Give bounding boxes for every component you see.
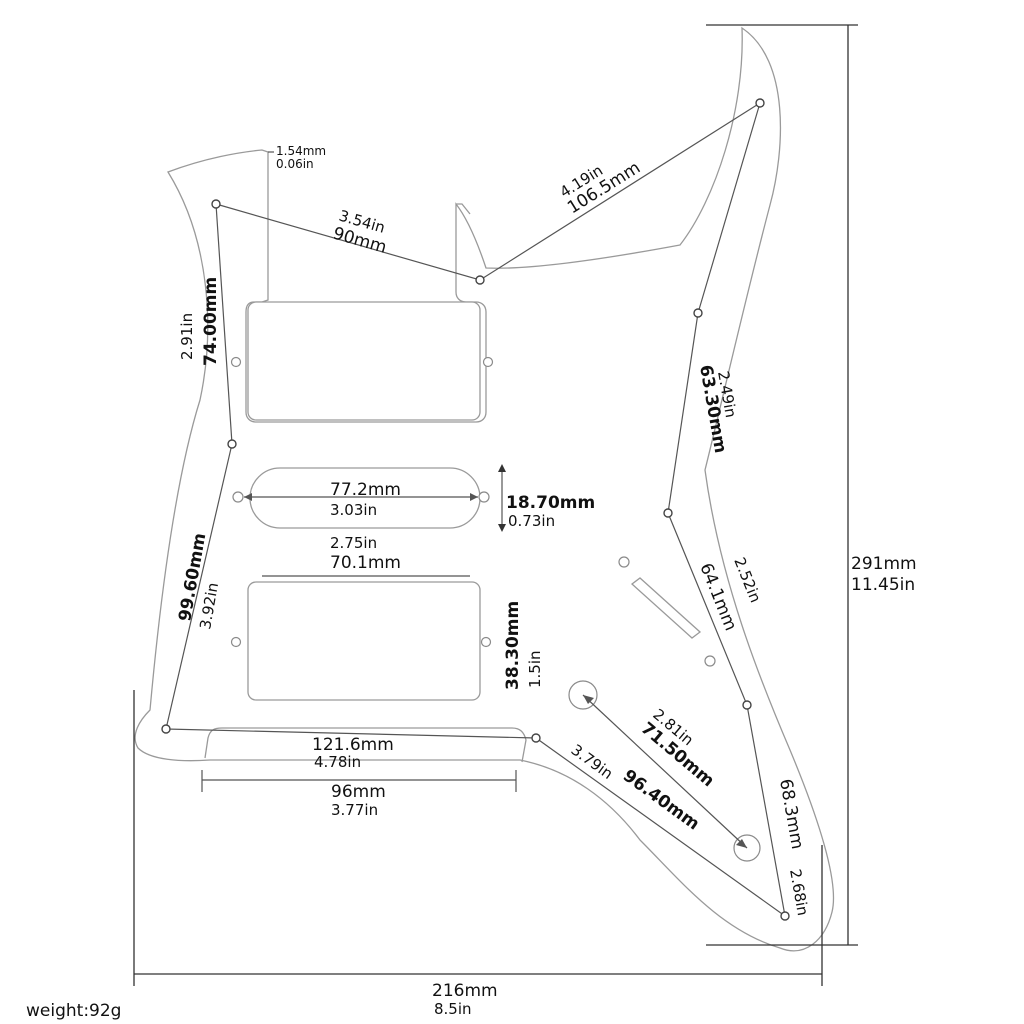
right-edge-dimension (667, 102, 786, 917)
knob-arrow-head (583, 695, 594, 704)
pickguard-outline (134, 26, 835, 952)
thickness-in-label: 0.06in (276, 157, 314, 171)
mount-hole (232, 491, 244, 503)
humbucker-height-mm-label: 38.30mm (503, 601, 523, 690)
left-edge-dimension (165, 203, 233, 730)
thickness-mm-label: 1.54mm (276, 144, 326, 158)
arrow-head (244, 493, 252, 501)
single-height-in-label: 0.73in (508, 512, 555, 530)
arrow-head (470, 493, 478, 501)
top-dimension (215, 102, 761, 281)
right-mid-in-label: 2.52in (730, 555, 764, 605)
bridge-cutout (204, 727, 527, 763)
screw-hole (475, 275, 485, 285)
mount-hole (230, 636, 242, 648)
mount-hole (482, 356, 494, 368)
bridge-in-label: 3.77in (331, 801, 378, 819)
mount-hole (480, 636, 492, 648)
bottom-mm-label: 121.6mm (312, 735, 394, 755)
overall-width-mm-label: 216mm (432, 981, 498, 1001)
screw-hole (531, 733, 541, 743)
screw-hole (227, 439, 237, 449)
screw-hole (211, 199, 221, 209)
overall-width-in-label: 8.5in (434, 1000, 472, 1018)
neck-humbucker-opening (247, 301, 481, 421)
bridge-humbucker-opening (247, 581, 481, 701)
arrow-head (498, 464, 506, 472)
screw-hole (663, 508, 673, 518)
single-height-mm-label: 18.70mm (506, 493, 595, 513)
weight-label: weight:92g (26, 1001, 121, 1021)
right-lower-mm-label: 68.3mm (775, 777, 807, 850)
bottom-diag-in-label: 3.79in (568, 741, 617, 783)
humbucker-in-label: 2.75in (330, 534, 377, 552)
mount-hole (230, 356, 242, 368)
screw-hole (755, 98, 765, 108)
screw-holes (161, 98, 790, 921)
left-upper-mm-label: 74.00mm (201, 277, 221, 366)
mount-hole (478, 491, 490, 503)
top-notch (456, 203, 471, 215)
switch-slot (630, 577, 702, 639)
knob-dimension (582, 694, 748, 849)
bridge-mm-label: 96mm (331, 782, 386, 802)
bottom-in-label: 4.78in (314, 753, 361, 771)
left-upper-in-label: 2.91in (178, 313, 196, 360)
overall-height-mm-label: 291mm (851, 554, 917, 574)
single-coil-in-label: 3.03in (330, 501, 377, 519)
humbucker-height-in-label: 1.5in (526, 650, 544, 688)
right-lower-in-label: 2.68in (786, 868, 812, 917)
screw-hole (161, 724, 171, 734)
switch-screw-hole (618, 556, 630, 568)
overall-height-in-label: 11.45in (851, 575, 915, 595)
knob-arrow-head (736, 839, 747, 848)
switch-screw-hole (704, 655, 716, 667)
screw-hole (742, 700, 752, 710)
single-coil-mm-label: 77.2mm (330, 480, 401, 500)
screw-hole (780, 911, 790, 921)
humbucker-mm-label: 70.1mm (330, 553, 401, 573)
arrow-head (498, 524, 506, 532)
screw-hole (693, 308, 703, 318)
